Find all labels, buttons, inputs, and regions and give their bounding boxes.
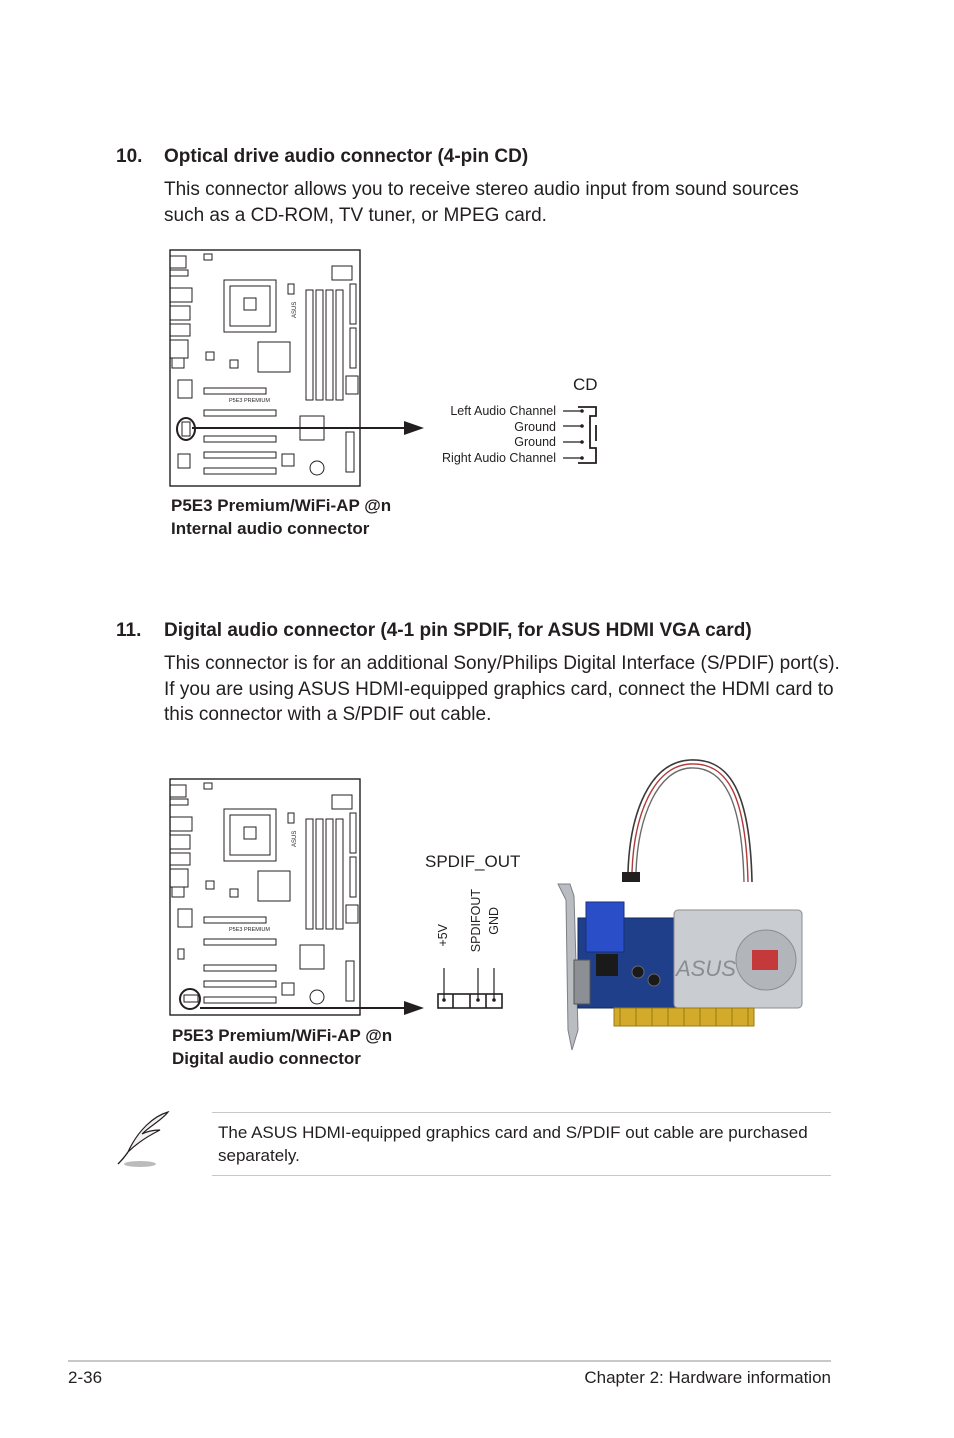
section-11-body: This connector is for an additional Sony… — [164, 653, 840, 725]
hdmi-graphics-card: ASUS — [557, 883, 803, 1051]
spdif-connector-pinout — [437, 968, 503, 1009]
card-logo: ASUS — [674, 956, 736, 981]
cd-pin-4: Right Audio Channel — [442, 451, 556, 465]
section-11-title: Digital audio connector (4-1 pin SPDIF, … — [164, 620, 752, 641]
board-logo-2: ASUS — [292, 831, 298, 847]
caption-2-line1: P5E3 Premium/WiFi-AP @n — [172, 1026, 393, 1045]
board-label-2: P5E3 PREMIUM — [229, 927, 270, 933]
note-text: The ASUS HDMI-equipped graphics card and… — [218, 1123, 808, 1165]
spdif-cable — [622, 759, 753, 883]
pointer-arrow-2 — [404, 1001, 424, 1015]
board-logo-1: ASUS — [292, 302, 298, 318]
spdif-connector-highlight — [179, 988, 201, 1010]
page-number: 2-36 — [68, 1368, 103, 1387]
section-10-number: 10. — [116, 146, 143, 167]
caption-2-line2: Digital audio connector — [172, 1049, 361, 1068]
cd-pin-3: Ground — [514, 435, 556, 449]
section-10-body: This connector allows you to receive ste… — [164, 179, 799, 226]
feather-pen-icon — [117, 1110, 170, 1167]
cd-connector-pinout — [563, 406, 597, 464]
cd-connector-name: CD — [573, 375, 598, 394]
chapter-title: Chapter 2: Hardware information — [584, 1368, 831, 1387]
cd-pin-1: Left Audio Channel — [450, 404, 556, 418]
motherboard-diagram-internal-audio: P5E3 PREMIUM ASUS — [169, 249, 424, 487]
section-11-number: 11. — [116, 620, 142, 641]
caption-1-line1: P5E3 Premium/WiFi-AP @n — [171, 496, 392, 515]
cd-pin-2: Ground — [514, 420, 556, 434]
motherboard-diagram-digital-audio: P5E3 PREMIUM ASUS — [169, 778, 424, 1016]
pointer-arrow-1 — [404, 421, 424, 435]
section-10-title: Optical drive audio connector (4-pin CD) — [164, 146, 529, 167]
spdif-pin-spdifout: SPDIFOUT — [469, 889, 483, 953]
board-label-1: P5E3 PREMIUM — [229, 398, 270, 404]
spdif-connector-name: SPDIF_OUT — [425, 852, 521, 871]
caption-1-line2: Internal audio connector — [171, 519, 370, 538]
